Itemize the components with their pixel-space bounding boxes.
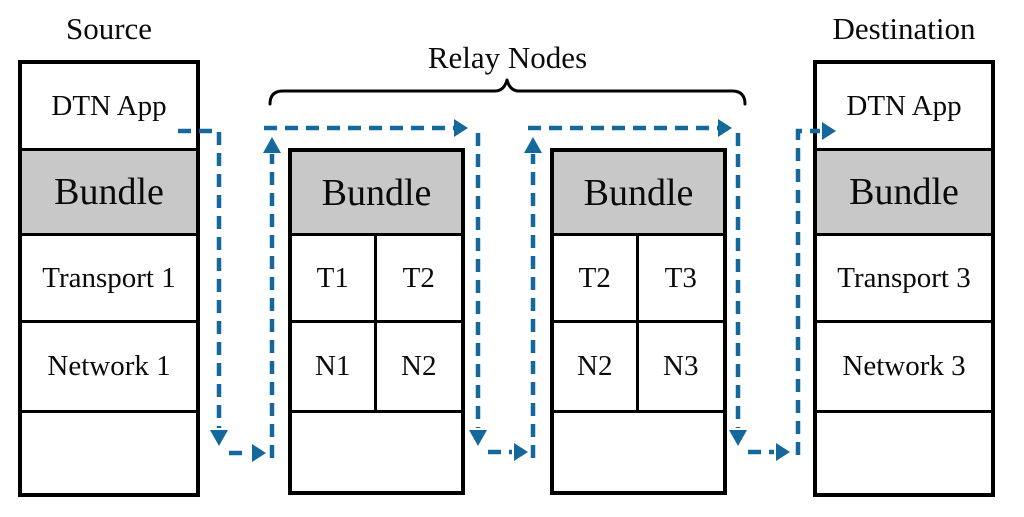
relay2-network-n2: N2 xyxy=(554,323,639,410)
arrow-up-icon xyxy=(524,137,542,153)
destination-layer-dtn-app: DTN App xyxy=(817,64,991,148)
relay1-network-n1: N1 xyxy=(292,323,377,410)
arrow-down-icon xyxy=(469,430,487,446)
destination-layer-empty xyxy=(817,410,991,493)
source-title: Source xyxy=(65,11,153,46)
relay1-transport-t2: T2 xyxy=(402,261,435,294)
relay1-layer-bundle: Bundle xyxy=(292,152,461,233)
relay-nodes-title: Relay Nodes xyxy=(427,40,588,75)
relay2-transport-t2: T2 xyxy=(554,236,639,320)
arrow-up-icon xyxy=(263,137,281,153)
arrow-right-icon xyxy=(776,443,790,461)
destination-title: Destination xyxy=(832,11,976,46)
destination-layer-bundle: Bundle xyxy=(817,148,991,233)
source-layer-dtn-app: DTN App xyxy=(22,64,196,148)
source-layer-empty xyxy=(22,410,196,493)
relay1-network-n2: N2 xyxy=(401,350,437,382)
relay1-transport-t1: T1 xyxy=(292,236,377,320)
relay-nodes-brace xyxy=(268,78,747,106)
relay2-transport-t3: T3 xyxy=(664,261,697,294)
relay1-stack: Bundle T1 T2 N1 N2 xyxy=(288,148,465,495)
arrow-right-icon xyxy=(718,119,732,137)
relay2-network-n3: N3 xyxy=(663,350,699,382)
relay1-layer-empty xyxy=(292,410,461,491)
arrow-right-icon xyxy=(514,443,528,461)
source-stack: DTN App Bundle Transport 1 Network 1 xyxy=(18,60,200,497)
relay2-stack: Bundle T2 T3 N2 N3 xyxy=(550,148,727,495)
relay2-layer-bundle: Bundle xyxy=(554,152,723,233)
source-layer-network: Network 1 xyxy=(22,320,196,410)
relay2-transport-row: T2 T3 xyxy=(554,233,723,320)
destination-layer-transport: Transport 3 xyxy=(817,233,991,320)
relay1-network-row: N1 N2 xyxy=(292,320,461,410)
destination-stack: DTN App Bundle Transport 3 Network 3 xyxy=(813,60,995,497)
arrow-right-icon xyxy=(454,119,468,137)
arrow-down-icon xyxy=(729,430,747,446)
arrow-right-icon xyxy=(252,444,266,462)
arrow-down-icon xyxy=(210,430,228,446)
relay2-layer-empty xyxy=(554,410,723,491)
destination-layer-network: Network 3 xyxy=(817,320,991,410)
relay2-network-row: N2 N3 xyxy=(554,320,723,410)
source-layer-transport: Transport 1 xyxy=(22,233,196,320)
source-layer-bundle: Bundle xyxy=(22,148,196,233)
relay1-transport-row: T1 T2 xyxy=(292,233,461,320)
